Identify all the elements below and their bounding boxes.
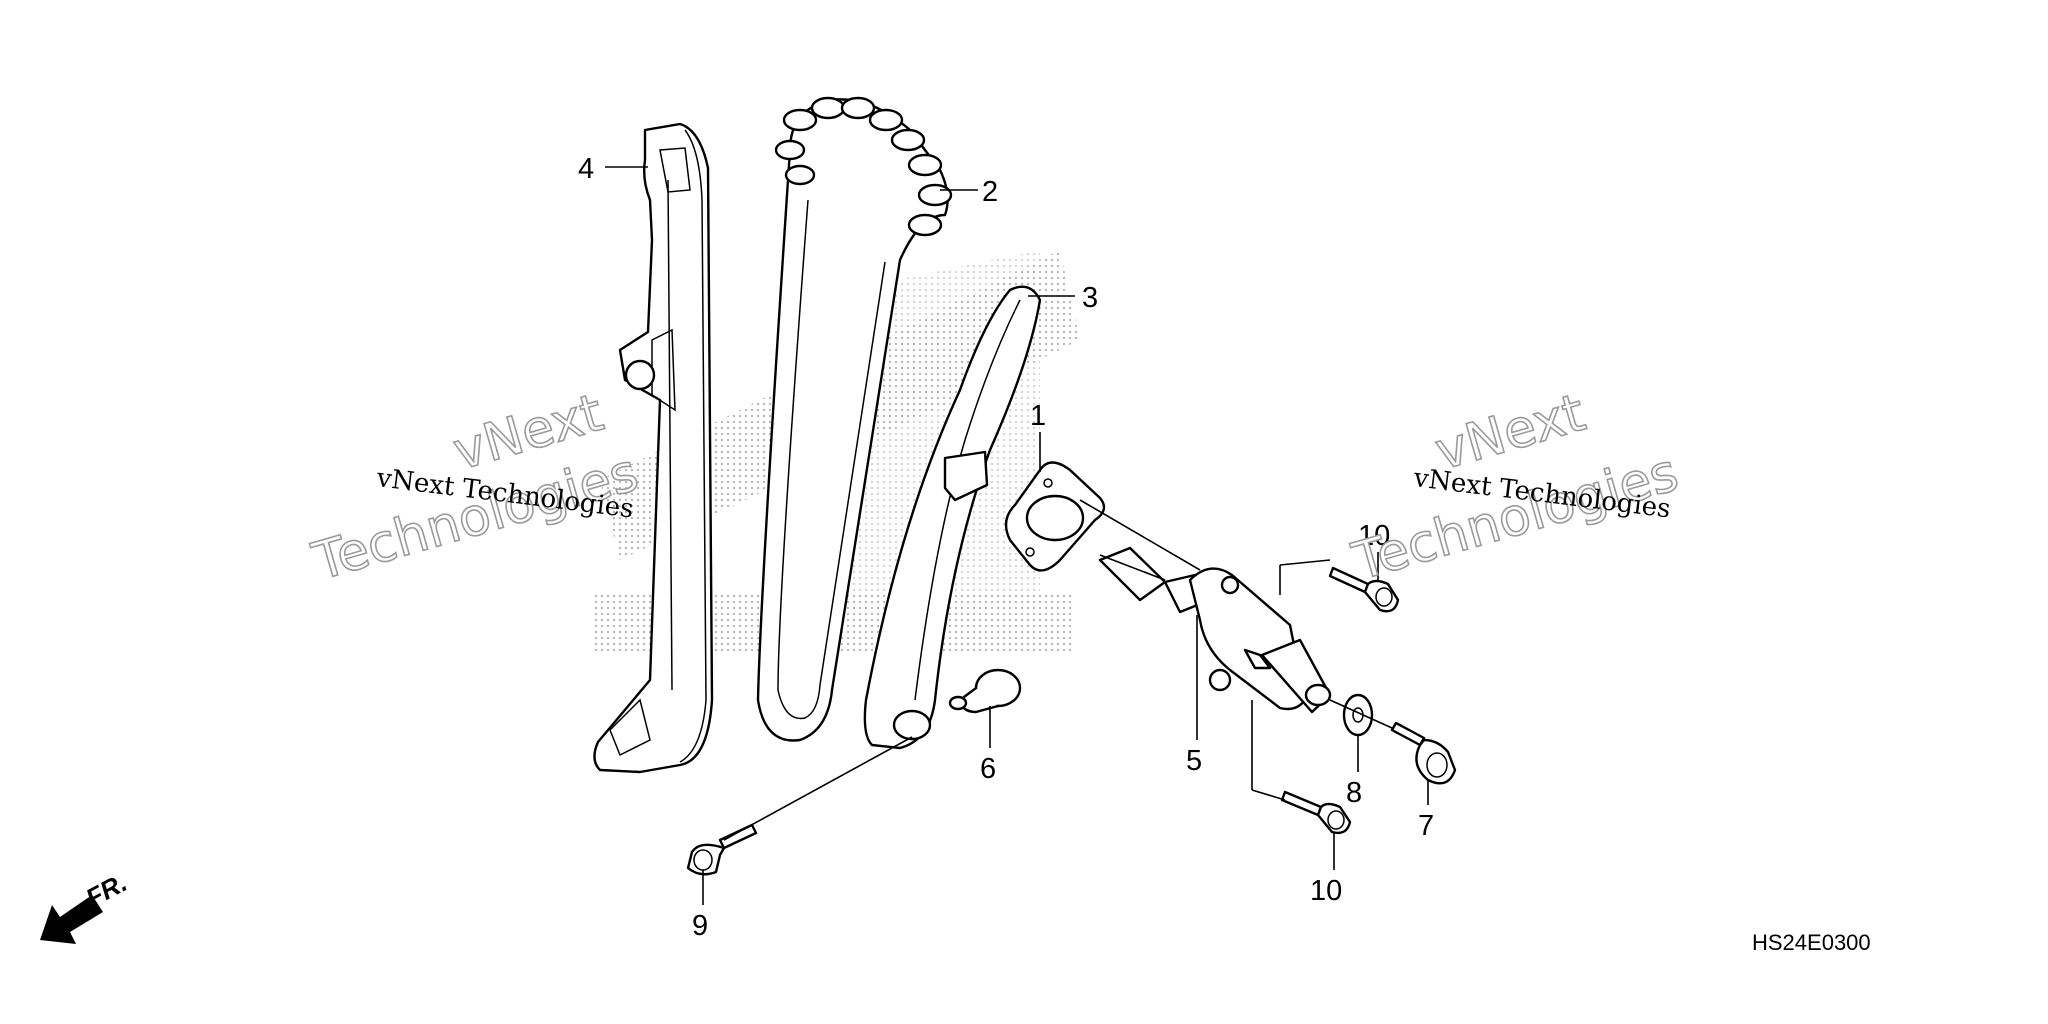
callout-1: 1	[1030, 400, 1046, 432]
bolt-10-upper-part	[1328, 566, 1400, 613]
callout-10-upper: 10	[1358, 520, 1390, 552]
callout-labels: 4 2 3 1 5 6 8 7 9 10 10	[578, 153, 1434, 942]
bolt-9-part	[686, 823, 758, 876]
callout-6: 6	[980, 753, 996, 785]
diagram-code: HS24E0300	[1752, 930, 1871, 955]
callout-10-lower: 10	[1310, 875, 1342, 907]
cam-chain-guide-part	[593, 122, 714, 774]
gasket-part	[1004, 461, 1106, 572]
callout-9: 9	[692, 910, 708, 942]
callout-2: 2	[982, 176, 998, 208]
washer-part	[1342, 693, 1374, 737]
tensioner-lifter-part	[1098, 546, 1332, 714]
callout-7: 7	[1418, 810, 1434, 842]
callout-8: 8	[1346, 777, 1362, 809]
chain-links	[774, 96, 953, 237]
assembly-lines	[723, 499, 1393, 841]
watermark-right: vNext Technologies vNext Technologies	[1345, 382, 1685, 593]
bolt-7-part	[1390, 721, 1457, 785]
watermark-left: vNext Technologies vNext Technologies	[305, 382, 645, 593]
front-direction-indicator: FR.	[40, 867, 132, 944]
callout-4: 4	[578, 153, 594, 185]
tensioner-arm-part	[863, 285, 1042, 750]
collar-part	[948, 668, 1022, 714]
callout-5: 5	[1186, 745, 1202, 777]
callout-3: 3	[1082, 282, 1098, 314]
bolt-10-lower-part	[1280, 790, 1352, 835]
callout-leaders	[605, 166, 1429, 905]
cam-chain-part	[756, 96, 953, 742]
front-arrow-icon	[40, 895, 103, 944]
